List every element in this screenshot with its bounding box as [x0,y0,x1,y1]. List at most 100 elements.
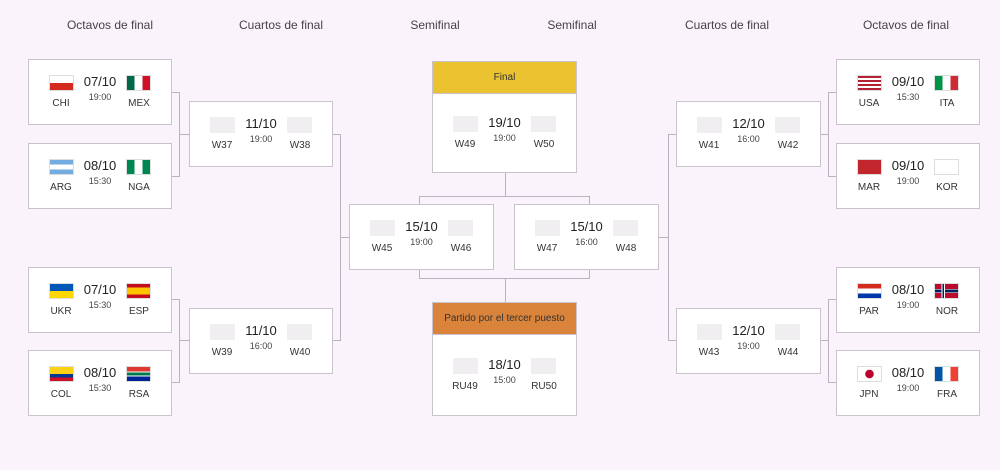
flag-icon [934,75,960,91]
team-code: UKR [50,306,72,317]
team-home[interactable]: MAR [849,159,889,193]
team-away[interactable]: NOR [927,283,967,317]
team-home[interactable]: PAR [849,283,889,317]
connector-line [179,299,180,383]
team-code: W38 [289,140,311,151]
team-home[interactable]: W47 [527,220,567,254]
team-home[interactable]: W49 [445,116,485,150]
flag-icon [48,283,74,299]
team-away[interactable]: W38 [280,117,320,151]
match-info: 12/10 16:00 [732,116,765,144]
team-code: MEX [128,98,150,109]
team-away[interactable]: ITA [927,75,967,109]
placeholder-flag-icon [534,220,560,236]
team-away[interactable]: KOR [927,159,967,193]
team-home[interactable]: UKR [41,283,81,317]
round-header: Cuartos de final [684,18,770,32]
flag-icon [126,366,152,382]
team-home[interactable]: W41 [689,117,729,151]
placeholder-flag-icon [209,117,235,133]
connector-line [505,172,506,196]
match-time: 15:30 [88,176,112,186]
placeholder-flag-icon [531,116,557,132]
team-away[interactable]: W42 [768,117,808,151]
team-home[interactable]: COL [41,366,81,400]
match-time: 19:00 [737,341,760,351]
round-header: Octavos de final [862,18,950,32]
match-time: 15:00 [493,375,516,385]
team-code: W46 [450,243,472,254]
connector-line [828,382,836,383]
flag-icon [856,159,882,175]
connector-line [820,134,828,135]
team-code: FRA [936,389,957,400]
team-home[interactable]: W37 [202,117,242,151]
match-time: 19:00 [493,133,516,143]
connector-line [171,382,179,383]
team-away[interactable]: RU50 [524,358,564,392]
placeholder-flag-icon [775,324,801,340]
team-home[interactable]: ARG [41,159,81,193]
team-code: CHI [52,98,70,109]
team-home[interactable]: W43 [689,324,729,358]
team-away[interactable]: W50 [524,116,564,150]
match-date: 11/10 [245,116,277,131]
team-away[interactable]: W48 [606,220,646,254]
match-date: 08/10 [891,282,925,297]
team-home[interactable]: W45 [362,220,402,254]
team-code: W47 [536,243,558,254]
match-time: 16:00 [737,134,760,144]
connector-line [171,92,179,93]
team-away[interactable]: W44 [768,324,808,358]
team-away[interactable]: NGA [119,159,159,193]
team-home[interactable]: JPN [849,366,889,400]
team-home[interactable]: RU49 [445,358,485,392]
connector-line [332,340,340,341]
match-date: 15/10 [405,219,438,234]
team-code: JPN [859,389,879,400]
match-date: 15/10 [570,219,603,234]
team-away[interactable]: W40 [280,324,320,358]
team-away[interactable]: W46 [441,220,481,254]
team-away[interactable]: MEX [119,75,159,109]
match-time: 15:30 [896,92,920,102]
team-code: COL [50,389,72,400]
team-away[interactable]: RSA [119,366,159,400]
team-home[interactable]: CHI [41,75,81,109]
connector-line [820,340,828,341]
placeholder-flag-icon [287,324,313,340]
match-date: 12/10 [732,116,765,131]
team-home[interactable]: USA [849,75,889,109]
flag-icon [126,283,152,299]
team-code: RU49 [452,381,478,392]
team-home[interactable]: W39 [202,324,242,358]
team-away[interactable]: ESP [119,283,159,317]
match-time: 15:30 [88,383,112,393]
connector-line [828,176,836,177]
team-code: NOR [935,306,959,317]
team-away[interactable]: FRA [927,366,967,400]
